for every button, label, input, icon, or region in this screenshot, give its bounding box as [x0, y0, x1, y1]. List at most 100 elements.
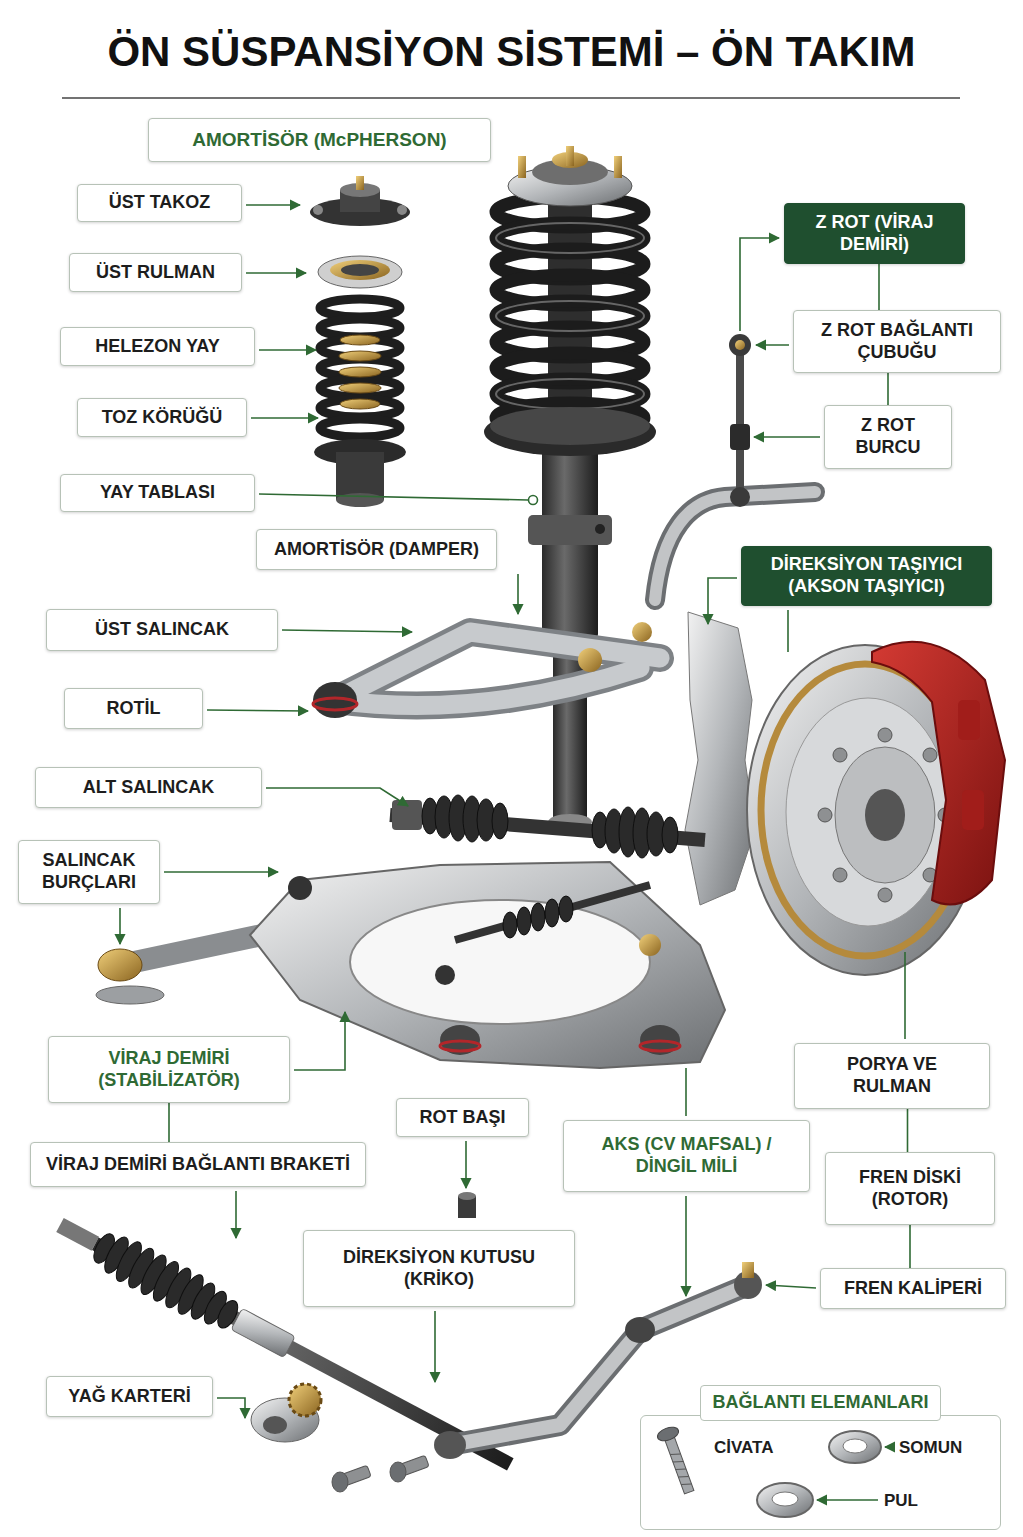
exploded-top-mount — [310, 176, 410, 226]
spring-seat — [484, 407, 656, 456]
part-label: ÜST SALINCAK — [95, 619, 229, 641]
nut — [829, 1431, 881, 1463]
loose-bolts — [332, 1455, 429, 1492]
washer — [757, 1483, 813, 1517]
tie-rod-arm — [450, 1285, 748, 1445]
top-mount — [614, 156, 622, 178]
part-label: Z ROT (VİRAJ DEMİRİ) — [797, 212, 952, 255]
connector-line — [878, 264, 880, 310]
title-rule — [62, 97, 960, 99]
loose-bolts — [332, 1472, 348, 1492]
brake-disc — [878, 888, 892, 902]
part-label: YAY TABLASI — [100, 482, 215, 504]
exploded-boot — [339, 351, 381, 361]
part-name: SOMUN — [899, 1438, 962, 1458]
lower-control-arm — [640, 1025, 680, 1055]
label-box: AKS (CV MAFSAL) / DİNGİL MİLİ — [563, 1120, 810, 1192]
cv-axle — [390, 795, 705, 858]
strut — [595, 524, 605, 534]
cv-axle — [422, 795, 678, 858]
label-box: DİREKSİYON KUTUSU (KRİKO) — [303, 1230, 575, 1307]
label-box: HELEZON YAY — [60, 327, 255, 366]
connector-line — [907, 1109, 909, 1152]
label-box: VİRAJ DEMİRİ (STABİLİZATÖR) — [48, 1036, 290, 1103]
label-box: TOZ KÖRÜĞÜ — [77, 398, 247, 437]
brake-disc — [818, 808, 832, 822]
exploded-seat — [336, 452, 384, 500]
label-box: Z ROT BAĞLANTI ÇUBUĞU — [793, 310, 1001, 373]
leader-lines — [817, 1499, 878, 1501]
stabilizer-link — [729, 334, 751, 507]
inner-tie-rod — [517, 907, 531, 935]
leader-lines — [235, 1191, 237, 1238]
exploded-top-mount — [313, 205, 323, 215]
tie-rod-ends — [625, 1317, 655, 1343]
nut — [829, 1431, 881, 1463]
leader-lines — [282, 630, 412, 632]
leader-lines — [434, 1311, 436, 1382]
exploded-spring — [320, 319, 400, 337]
leader-lines — [259, 494, 528, 500]
connector-line — [887, 373, 889, 405]
part-label: ALT SALINCAK — [83, 777, 215, 799]
exploded-bearing — [330, 260, 390, 280]
part-label: Z ROT BAĞLANTI ÇUBUĞU — [806, 320, 988, 363]
label-box: PORYA VE RULMAN — [794, 1043, 990, 1109]
part-label: ROTİL — [107, 698, 161, 720]
connector-line — [168, 1103, 170, 1142]
leader-lines — [740, 238, 779, 331]
part-label: ROT BAŞI — [419, 1107, 505, 1129]
leader-lines — [708, 578, 737, 624]
inner-tie-rod — [455, 885, 650, 940]
lower-control-arm — [440, 1025, 480, 1055]
part-label: FREN DİSKİ (ROTOR) — [838, 1167, 982, 1210]
label-box: ALT SALINCAK — [35, 767, 262, 808]
leader-lines — [164, 871, 278, 873]
brake-disc — [833, 868, 847, 882]
leader-lines — [685, 1068, 687, 1116]
part-label: AMORTİSÖR (DAMPER) — [274, 539, 479, 561]
lower-control-arm — [639, 934, 661, 956]
leader-lines — [465, 1141, 467, 1188]
loose-bolts — [390, 1462, 406, 1482]
leader-lines — [754, 436, 820, 438]
spring-seat — [490, 407, 650, 445]
pinion-housing — [289, 1384, 321, 1416]
brake-disc — [923, 748, 937, 762]
part-label: ÜST TAKOZ — [109, 192, 211, 214]
exploded-spring — [320, 299, 400, 437]
strut — [528, 515, 612, 545]
exploded-boot — [339, 367, 381, 377]
stabilizer-link — [735, 340, 745, 350]
part-label: VİRAJ DEMİRİ (STABİLİZATÖR) — [61, 1048, 277, 1091]
label-box: FREN DİSKİ (ROTOR) — [825, 1152, 995, 1225]
label-box: FREN KALİPERİ — [820, 1268, 1006, 1309]
inner-tie-rod — [455, 885, 650, 940]
exploded-boot — [340, 399, 380, 409]
part-label: YAĞ KARTERİ — [68, 1386, 190, 1408]
exploded-top-mount — [356, 176, 364, 190]
label-box: ROT BAŞI — [396, 1098, 529, 1137]
tie-rod-ends — [434, 1431, 466, 1459]
group-box: BAĞLANTI ELEMANLARICİVATASOMUNPUL — [640, 1415, 1001, 1530]
upper-control-arm — [335, 632, 660, 706]
tie-rod-ends — [742, 1262, 754, 1278]
ball-joints — [632, 622, 652, 642]
exploded-spring — [320, 379, 400, 397]
label-box: ROTİL — [64, 688, 203, 729]
coil-spring — [496, 197, 644, 433]
leader-lines — [756, 344, 789, 346]
upper-control-arm — [335, 632, 660, 706]
tie-rod-nut — [458, 1192, 476, 1200]
brake-caliper — [872, 642, 1005, 905]
tie-rod-arm — [450, 1285, 748, 1445]
label-box: Z ROT (VİRAJ DEMİRİ) — [784, 203, 965, 264]
pinion-housing — [263, 1416, 287, 1434]
washer — [772, 1492, 798, 1506]
part-label: HELEZON YAY — [95, 336, 219, 358]
leader-lines — [266, 788, 408, 806]
brake-disc — [878, 728, 892, 742]
part-label: DİREKSİYON TAŞIYICI (AKSON TAŞIYICI) — [754, 554, 979, 597]
label-box: Z ROT BURCU — [824, 405, 952, 469]
